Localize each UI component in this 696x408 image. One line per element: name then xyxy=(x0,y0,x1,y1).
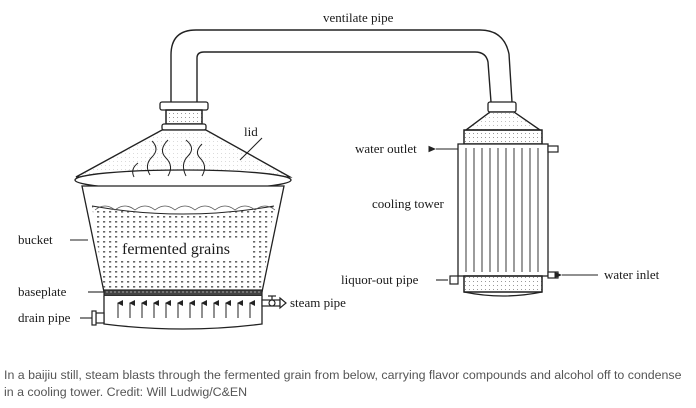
ventilate-pipe-label: ventilate pipe xyxy=(323,10,394,25)
baseplate-label: baseplate xyxy=(18,284,67,299)
fermented-grains-label: fermented grains xyxy=(122,241,230,258)
steam-pipe-label: steam pipe xyxy=(290,295,346,310)
water-outlet-label: water outlet xyxy=(355,141,417,156)
lid-pipe-collar xyxy=(159,101,209,131)
drain-pipe-label: drain pipe xyxy=(18,310,71,325)
water-inlet-pipe xyxy=(547,271,559,279)
liquor-out-pipe xyxy=(449,275,459,285)
lid xyxy=(74,129,293,191)
steam-pipe xyxy=(261,295,287,310)
bucket xyxy=(81,185,285,293)
bucket-label: bucket xyxy=(18,232,53,247)
water-inlet-label: water inlet xyxy=(604,267,660,282)
water-outlet-pipe xyxy=(547,145,559,153)
ventilate-pipe xyxy=(170,29,513,106)
baseplate xyxy=(103,289,263,297)
steam-chamber xyxy=(103,296,263,330)
lid-label: lid xyxy=(244,124,258,139)
lid-leader xyxy=(239,137,263,161)
figure-caption: In a baijiu still, steam blasts through … xyxy=(4,368,682,399)
baijiu-still-diagram: ventilate pipe lid bucket fermented grai… xyxy=(18,10,660,330)
cooling-tower xyxy=(457,101,549,297)
drain-pipe xyxy=(91,310,105,326)
liquor-out-pipe-label: liquor-out pipe xyxy=(341,272,419,287)
cooling-tower-label: cooling tower xyxy=(372,196,445,211)
